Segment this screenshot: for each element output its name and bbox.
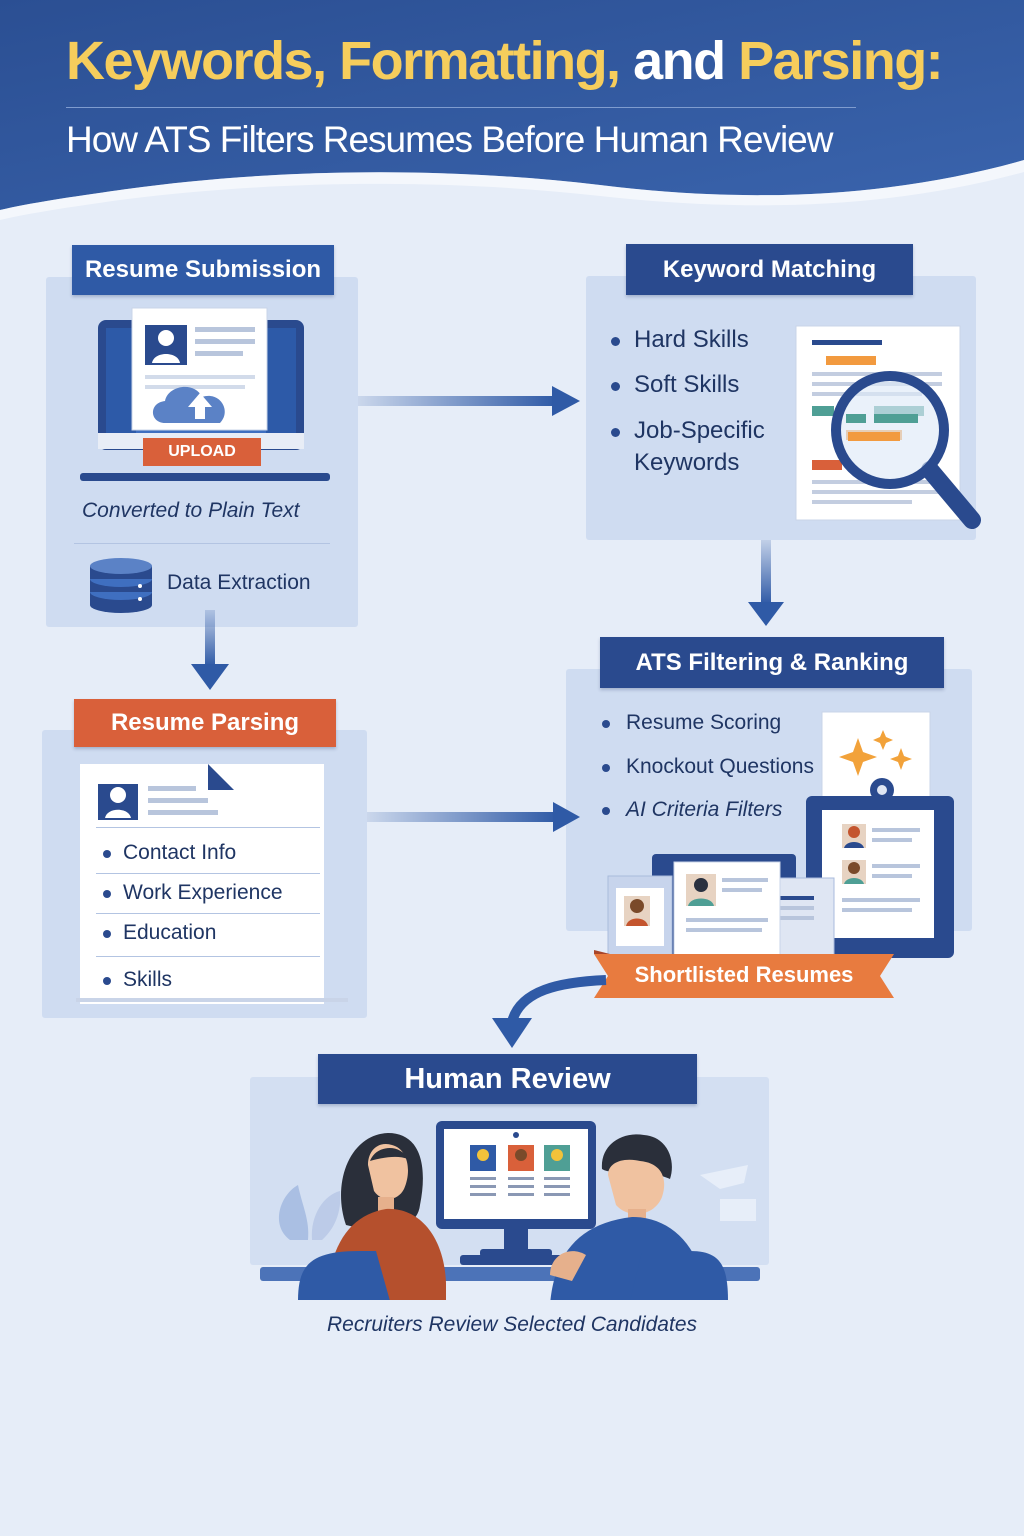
- keyword-item-soft-skills: Soft Skills: [634, 371, 740, 398]
- data-extraction-label: Data Extraction: [167, 571, 311, 594]
- keyword-item-keywords: Keywords: [634, 449, 740, 476]
- arrow-keyword-to-ats: [748, 540, 784, 626]
- arrow-ats-to-human-review: [492, 975, 607, 1048]
- parsing-divider: [96, 827, 320, 828]
- parsing-item-work-experience: Work Experience: [123, 881, 283, 904]
- bullet: [103, 890, 111, 898]
- parsing-item-contact-info: Contact Info: [123, 841, 237, 864]
- page-subtitle: How ATS Filters Resumes Before Human Rev…: [66, 119, 833, 160]
- human-review-header: Human Review: [318, 1054, 697, 1104]
- title-divider: [66, 107, 856, 108]
- parsing-item-education: Education: [123, 921, 217, 944]
- bullet: [602, 764, 610, 772]
- parsing-divider: [96, 956, 320, 957]
- bullet: [602, 720, 610, 728]
- submission-divider: [74, 543, 330, 544]
- ats-item-knockout-questions: Knockout Questions: [626, 755, 814, 778]
- keyword-item-job-specific: Job-Specific: [634, 417, 765, 444]
- ats-item-ai-criteria-filters: AI Criteria Filters: [626, 798, 783, 821]
- document-magnifier-illustration: [795, 325, 981, 529]
- parsing-item-skills: Skills: [123, 968, 173, 991]
- resume-submission-header: Resume Submission: [72, 245, 334, 295]
- bullet: [611, 382, 620, 391]
- upload-button: UPLOAD: [143, 438, 261, 466]
- keyword-item-hard-skills: Hard Skills: [634, 326, 749, 353]
- title-part-1: Keywords, Formatting,: [66, 31, 621, 91]
- recruiters-illustration: [260, 1121, 760, 1300]
- bullet: [611, 428, 620, 437]
- bullet: [103, 850, 111, 858]
- parsing-divider: [96, 873, 320, 874]
- title-part-3: Parsing:: [738, 31, 944, 91]
- title-banner: [0, 0, 1024, 220]
- database-icon: [90, 558, 152, 613]
- resume-parsing-header: Resume Parsing: [74, 699, 336, 747]
- title-part-2: and: [633, 31, 726, 91]
- bullet: [103, 977, 111, 985]
- page-title: Keywords, Formatting, and Parsing:: [66, 30, 944, 92]
- bullet: [602, 807, 610, 815]
- arrow-parsing-to-ats: [367, 802, 580, 832]
- bullet: [611, 337, 620, 346]
- monitor-upload-illustration: [80, 307, 330, 481]
- ats-filtering-header: ATS Filtering & Ranking: [600, 637, 944, 688]
- shortlisted-ribbon: [594, 950, 894, 998]
- ats-item-resume-scoring: Resume Scoring: [626, 711, 782, 734]
- arrow-submission-to-keyword: [358, 386, 580, 416]
- parsed-resume-sheet: [76, 764, 348, 1004]
- parsing-divider: [96, 913, 320, 914]
- human-review-caption: Recruiters Review Selected Candidates: [326, 1313, 697, 1336]
- shortlist-illustration: [607, 711, 954, 959]
- bullet: [103, 930, 111, 938]
- converted-text-label: Converted to Plain Text: [82, 499, 300, 522]
- keyword-matching-header: Keyword Matching: [626, 244, 913, 295]
- shortlisted-resumes-label: Shortlisted Resumes: [634, 962, 854, 987]
